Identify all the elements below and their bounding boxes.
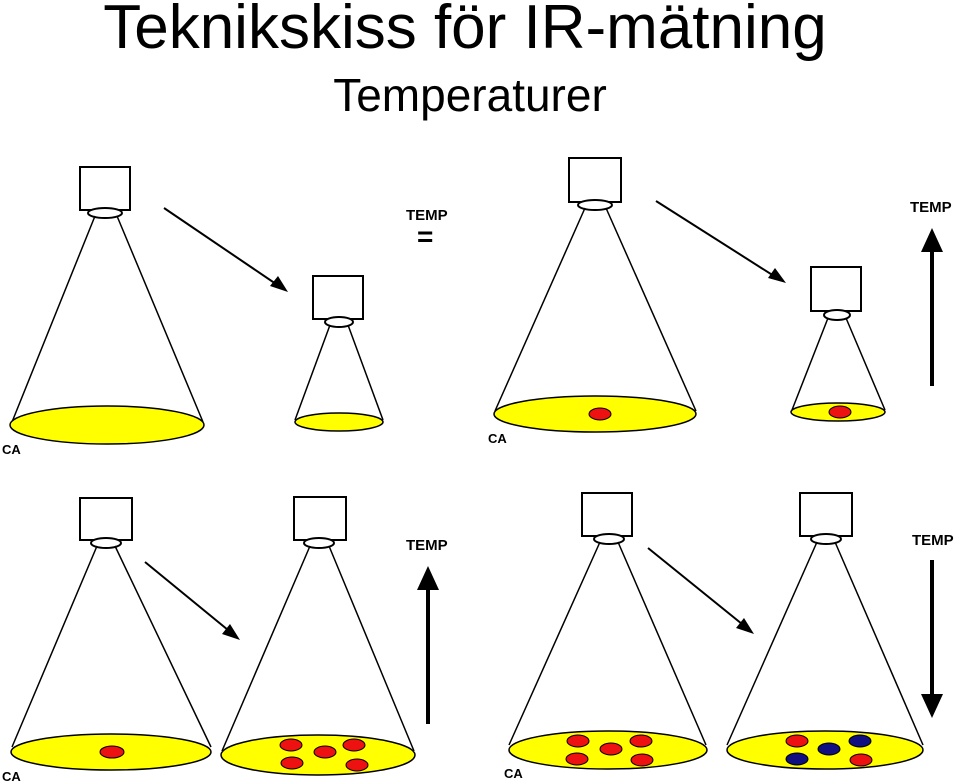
hot-spot xyxy=(785,734,809,748)
hot-spot xyxy=(599,742,623,756)
camera-right xyxy=(726,492,924,770)
cold-spot xyxy=(848,734,872,748)
surface-ellipse xyxy=(294,412,384,432)
ca-label: CA xyxy=(504,766,523,781)
diagram-subtitle: Temperaturer xyxy=(333,69,607,121)
surface-ellipse xyxy=(9,405,205,445)
panel-2: CA TEMP xyxy=(488,157,952,446)
hot-spot xyxy=(345,758,369,772)
zoom-arrow xyxy=(647,547,754,634)
panel-3: CA TEMP xyxy=(2,496,448,782)
diagram-title: Teknikskiss för IR-mätning xyxy=(103,0,827,62)
camera-right xyxy=(220,496,416,776)
camera-small xyxy=(294,275,384,432)
zoom-arrow xyxy=(144,561,240,640)
temp-up-arrow xyxy=(921,228,943,386)
temp-down-arrow xyxy=(921,560,943,718)
temp-equal-sign: = xyxy=(417,221,433,252)
temp-up-arrow xyxy=(417,566,439,724)
hot-spot xyxy=(280,756,304,770)
cold-spot xyxy=(817,742,841,756)
ca-label: CA xyxy=(488,431,507,446)
temp-label: TEMP xyxy=(910,199,952,216)
hot-spot xyxy=(566,734,590,748)
hot-spot xyxy=(279,738,303,752)
zoom-arrow xyxy=(163,207,288,292)
ca-label: CA xyxy=(2,442,21,457)
temp-label: TEMP xyxy=(406,207,448,224)
zoom-arrow xyxy=(655,200,786,283)
camera-left xyxy=(508,492,708,770)
camera-left xyxy=(10,497,212,771)
temp-label: TEMP xyxy=(406,537,448,554)
camera-large xyxy=(493,157,697,433)
cold-spot xyxy=(785,752,809,766)
hot-spot xyxy=(629,734,653,748)
hot-spot xyxy=(828,405,852,419)
panel-1: CA TEMP = xyxy=(2,166,448,457)
hot-spot xyxy=(342,738,366,752)
hot-spot xyxy=(565,752,589,766)
hot-spot xyxy=(313,745,337,759)
hot-spot xyxy=(99,745,125,759)
hot-spot xyxy=(588,407,612,421)
hot-spot xyxy=(630,753,654,767)
temp-label: TEMP xyxy=(912,532,954,549)
ca-label: CA xyxy=(2,769,21,782)
camera-small xyxy=(790,266,886,422)
camera-large xyxy=(9,166,205,445)
panel-4: CA TEMP xyxy=(504,492,954,781)
hot-spot xyxy=(849,753,873,767)
